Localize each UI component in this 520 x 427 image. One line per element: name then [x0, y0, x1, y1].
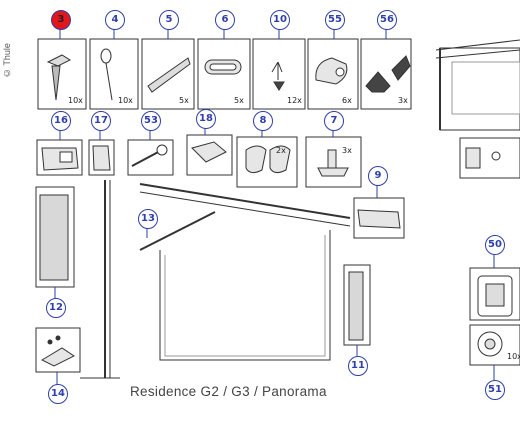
part-number-badge-6[interactable]: 6 — [215, 10, 235, 30]
part-number-badge-55[interactable]: 55 — [325, 10, 345, 30]
part-number-badge-16[interactable]: 16 — [51, 111, 71, 131]
part-number-badge-4[interactable]: 4 — [105, 10, 125, 30]
part-quantity-8: 2x — [276, 146, 286, 155]
part-box-50 — [469, 267, 520, 321]
part-quantity-51: 10x — [507, 352, 520, 361]
part-number-badge-12[interactable]: 12 — [46, 298, 66, 318]
part-quantity-7: 3x — [342, 146, 352, 155]
part-number-badge-9[interactable]: 9 — [368, 166, 388, 186]
part-number-badge-11[interactable]: 11 — [348, 356, 368, 376]
part-box-55 — [307, 38, 359, 110]
part-quantity-5: 5x — [179, 96, 189, 105]
part-quantity-10: 12x — [287, 96, 302, 105]
part-number-badge-50[interactable]: 50 — [485, 235, 505, 255]
part-number-badge-7[interactable]: 7 — [324, 111, 344, 131]
part-number-badge-53[interactable]: 53 — [141, 111, 161, 131]
part-number-badge-14[interactable]: 14 — [48, 384, 68, 404]
part-box-51 — [469, 324, 520, 366]
part-number-badge-3[interactable]: 3 — [51, 10, 71, 30]
part-quantity-56: 3x — [398, 96, 408, 105]
diagram-caption: Residence G2 / G3 / Panorama — [130, 384, 327, 399]
part-box-8 — [236, 136, 298, 188]
part-number-badge-56[interactable]: 56 — [377, 10, 397, 30]
part-box-14 — [35, 327, 81, 373]
part-box-9 — [353, 197, 405, 239]
part-number-badge-18[interactable]: 18 — [196, 109, 216, 129]
part-number-badge-8[interactable]: 8 — [253, 111, 273, 131]
part-number-badge-5[interactable]: 5 — [159, 10, 179, 30]
part-box-53 — [127, 139, 174, 176]
part-box-3 — [37, 38, 87, 110]
part-quantity-55: 6x — [342, 96, 352, 105]
part-number-badge-17[interactable]: 17 — [91, 111, 111, 131]
part-number-badge-10[interactable]: 10 — [270, 10, 290, 30]
part-quantity-3: 10x — [68, 96, 83, 105]
part-quantity-6: 5x — [234, 96, 244, 105]
part-box-right — [459, 137, 520, 179]
part-box-18 — [186, 134, 233, 176]
part-number-badge-51[interactable]: 51 — [485, 380, 505, 400]
part-number-badge-13[interactable]: 13 — [138, 209, 158, 229]
part-box-17 — [88, 139, 115, 176]
part-quantity-4: 10x — [118, 96, 133, 105]
